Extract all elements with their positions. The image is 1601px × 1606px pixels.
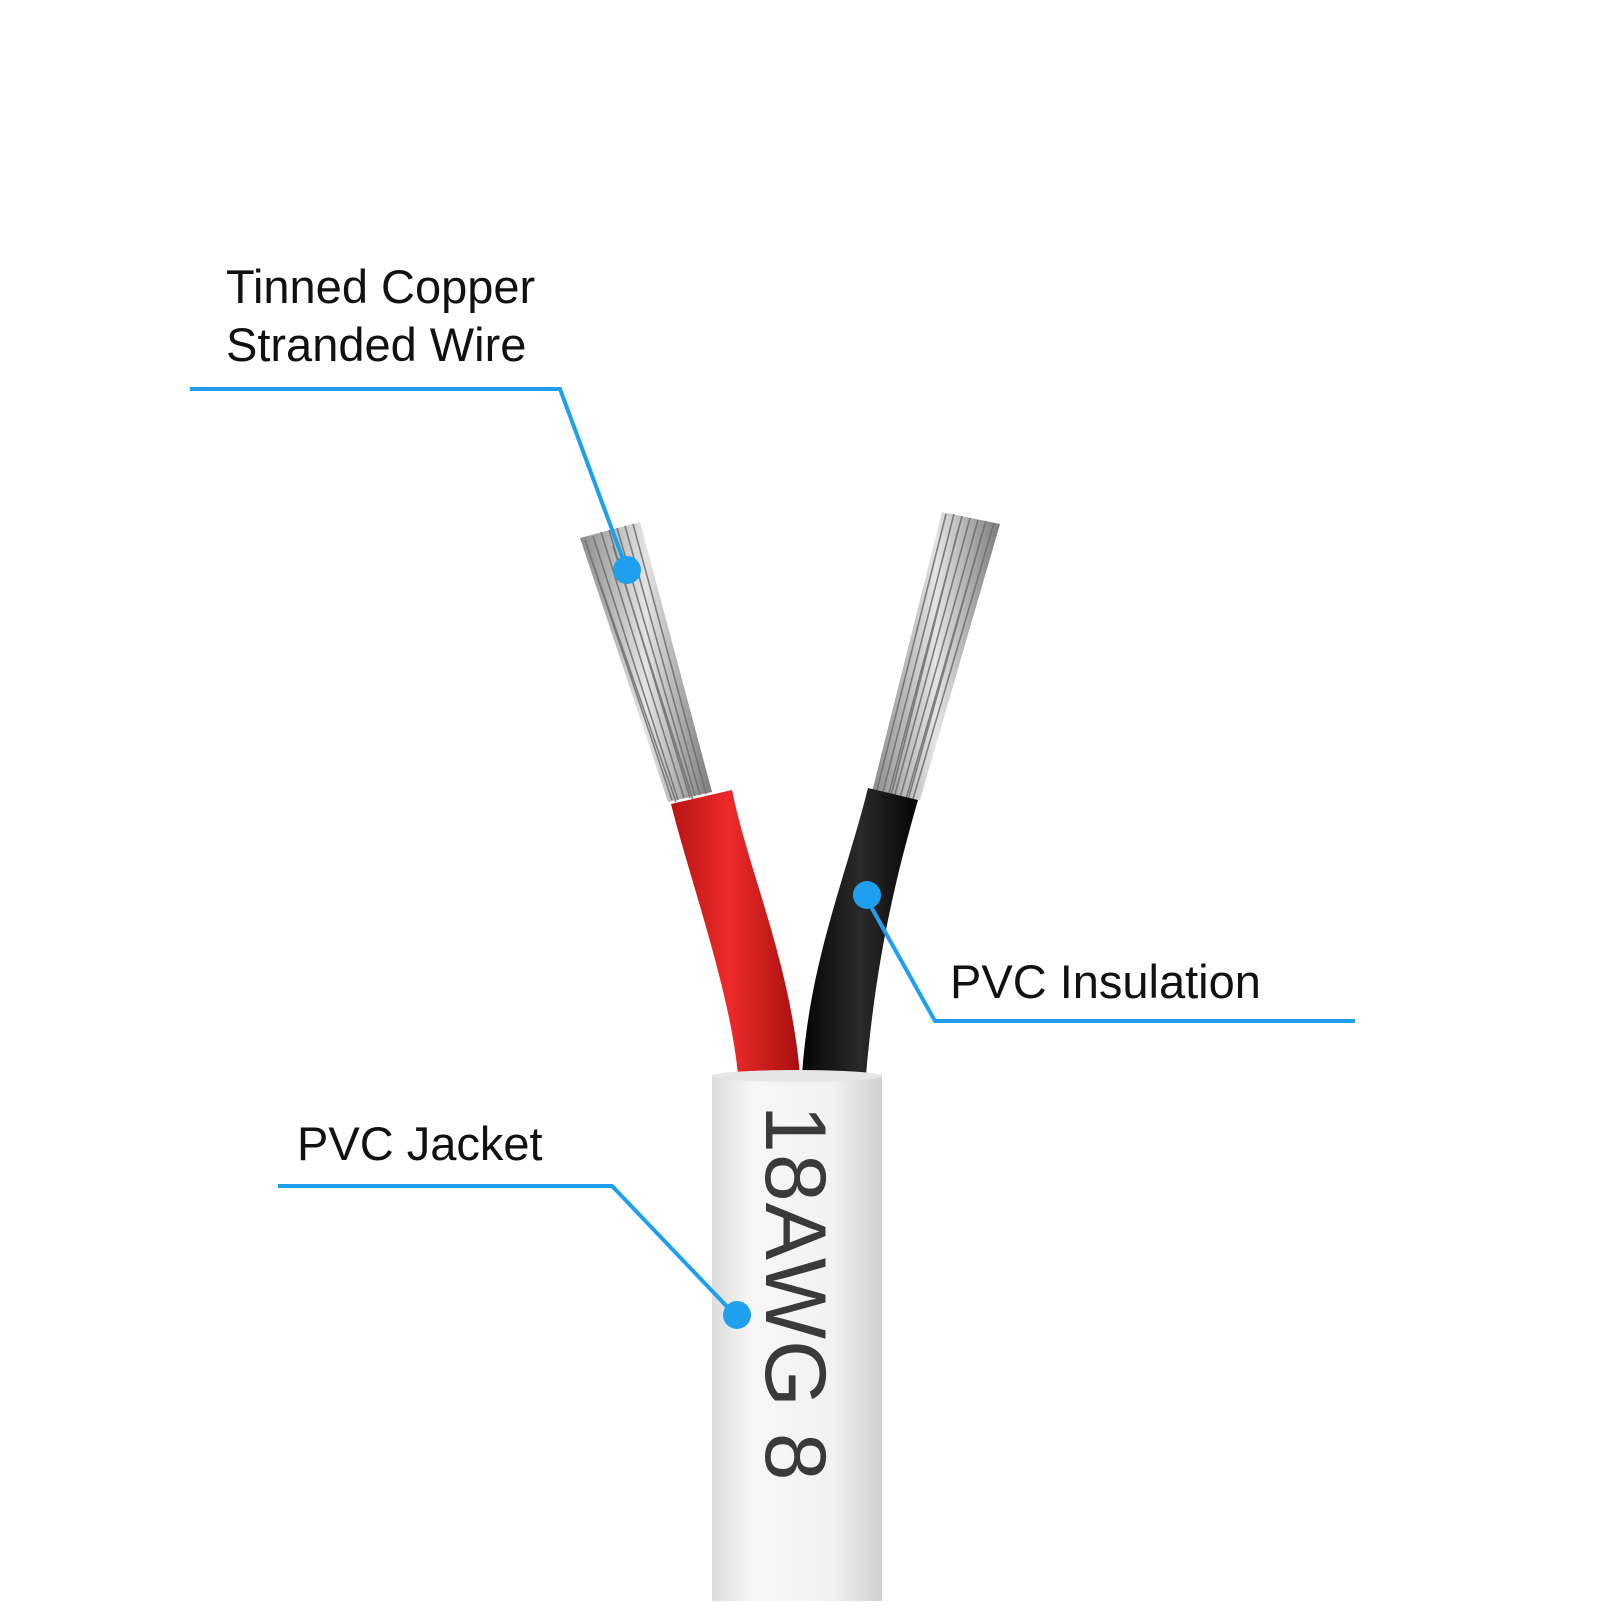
- conductor-label: Tinned Copper Stranded Wire: [226, 258, 535, 374]
- black-insulation: [802, 788, 918, 1075]
- jacket-print: 18AWG 8: [747, 1105, 843, 1482]
- conductor-label-line-1: Tinned Copper: [226, 260, 536, 313]
- jacket-label: PVC Jacket: [297, 1117, 543, 1170]
- left-strands: [580, 522, 712, 803]
- right-strands: [872, 512, 1000, 801]
- callout-lines: [190, 387, 1355, 1318]
- jacket-callout-dot: [723, 1301, 751, 1329]
- insulation-label: PVC Insulation: [950, 955, 1261, 1008]
- pvc-jacket: [712, 1070, 882, 1605]
- red-insulation: [671, 790, 800, 1075]
- conductor-callout-dot: [613, 556, 641, 584]
- insulation-callout-dot: [853, 881, 881, 909]
- conductor-label-line-2: Stranded Wire: [226, 318, 527, 371]
